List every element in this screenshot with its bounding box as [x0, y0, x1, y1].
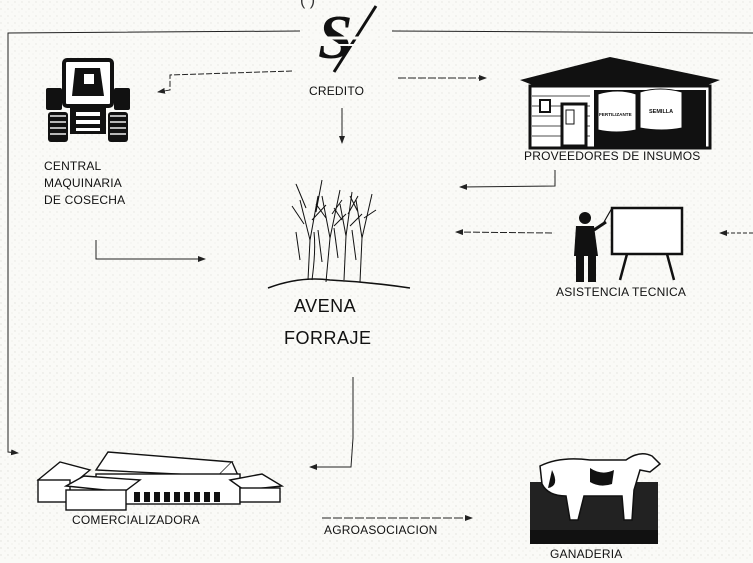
edge-avena-comercializadora — [309, 377, 354, 470]
edge-maquinaria-avena — [95, 240, 206, 262]
ganaderia-label: GANADERIA — [550, 547, 623, 561]
maquinaria-label-line2: MAQUINARIA — [44, 176, 123, 190]
oat-plants-icon — [267, 179, 411, 289]
edge-credito-maquinaria — [157, 70, 293, 94]
credito-label: CREDITO — [309, 84, 365, 98]
asistencia-label: ASISTENCIA TECNICA — [556, 285, 687, 299]
store-building-icon — [520, 57, 720, 150]
comercializadora-label: COMERCIALIZADORA — [72, 513, 200, 527]
avena-subtitle: FORRAJE — [284, 328, 372, 348]
maquinaria-label-line1: CENTRAL — [44, 159, 102, 173]
proveedores-label: PROVEEDORES DE INSUMOS — [524, 149, 701, 163]
edge-asistencia-avena — [455, 229, 553, 236]
dollar-sign-icon: S — [314, 4, 378, 73]
top-bracket-fragment: ( ) — [300, 0, 316, 9]
edge-credito-comercializadora — [7, 30, 301, 456]
maquinaria-label-line3: DE COSECHA — [44, 193, 126, 207]
avena-title: AVENA — [294, 296, 357, 316]
edge-top-right — [391, 30, 753, 34]
warehouse-icon — [36, 451, 285, 511]
tractor-icon — [46, 58, 130, 142]
sack-label-1: FERTILIZANTE — [599, 112, 632, 117]
sack-label-2: SEMILLA — [649, 109, 673, 115]
agroasociacion-edge-label: AGROASOCIACION — [324, 523, 438, 537]
cow-icon — [530, 453, 662, 544]
edge-proveedores-avena — [459, 170, 556, 190]
teacher-board-icon — [574, 206, 684, 282]
